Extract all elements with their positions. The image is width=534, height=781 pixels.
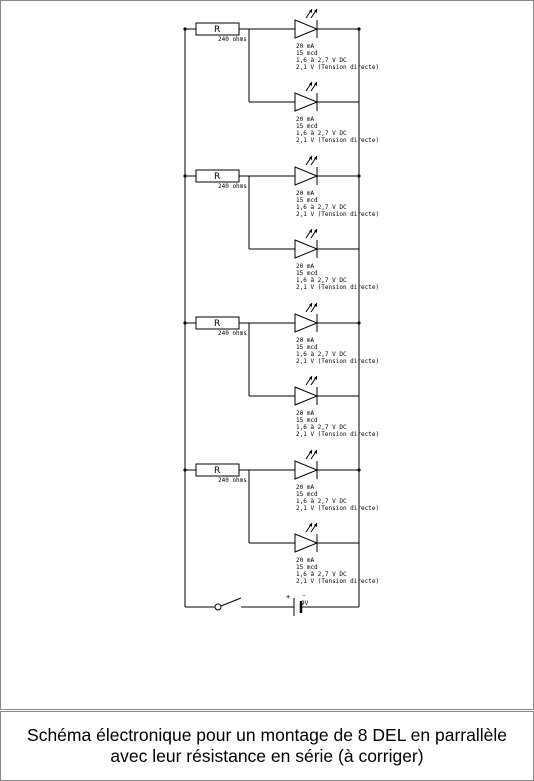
resistor-label: R — [214, 25, 220, 35]
led-spec-text: 1,6 à 2,7 V DC — [296, 130, 347, 137]
led-spec-text: 15 mcd — [296, 50, 318, 57]
led-spec-text: 20 mA — [296, 190, 314, 197]
battery-plus-label: + — [286, 593, 290, 601]
led-spec-text: 20 mA — [296, 484, 314, 491]
led-spec-text: 1,6 à 2,7 V DC — [296, 351, 347, 358]
led-spec-text: 20 mA — [296, 557, 314, 564]
led-symbol — [294, 302, 319, 333]
led-triangle — [294, 239, 319, 259]
led-spec-text: 1,6 à 2,7 V DC — [296, 57, 347, 64]
led-symbol — [294, 375, 319, 406]
caption-box: Schéma électronique pour un montage de 8… — [0, 711, 534, 781]
led-symbol — [294, 155, 319, 186]
led-symbol — [294, 522, 319, 553]
battery-voltage-label: 9V — [301, 600, 309, 607]
led-symbol — [294, 8, 319, 39]
led-spec-text: 15 mcd — [296, 417, 318, 424]
switch-contact — [214, 603, 222, 611]
led-arrow-head — [309, 82, 312, 86]
led-spec-text: 20 mA — [296, 116, 314, 123]
battery-minus-label: - — [302, 592, 306, 600]
led-arrow-head — [309, 376, 312, 380]
led-triangle — [294, 313, 319, 333]
led-spec-text: 1,6 à 2,7 V DC — [296, 204, 347, 211]
led-spec-text: 15 mcd — [296, 197, 318, 204]
led-spec-text: 20 mA — [296, 410, 314, 417]
led-symbol — [294, 81, 319, 112]
led-arrow-head — [314, 82, 317, 86]
led-spec-text: 2,1 V (Tension directe) — [296, 284, 379, 291]
led-spec-text: 15 mcd — [296, 270, 318, 277]
led-spec-text: 15 mcd — [296, 491, 318, 498]
led-arrow-head — [314, 376, 317, 380]
led-spec-text: 2,1 V (Tension directe) — [296, 578, 379, 585]
led-spec-text: 2,1 V (Tension directe) — [296, 431, 379, 438]
resistor-value: 240 ohms — [218, 330, 247, 337]
led-arrow-head — [309, 156, 312, 160]
resistor-label: R — [214, 172, 220, 182]
led-symbol — [294, 228, 319, 259]
led-arrow-head — [314, 303, 317, 307]
led-arrow-head — [309, 9, 312, 13]
led-spec-text: 1,6 à 2,7 V DC — [296, 277, 347, 284]
led-spec-text: 2,1 V (Tension directe) — [296, 505, 379, 512]
led-triangle — [294, 166, 319, 186]
resistor-label: R — [214, 319, 220, 329]
led-arrow-head — [314, 9, 317, 13]
led-spec-text: 2,1 V (Tension directe) — [296, 64, 379, 71]
led-spec-text: 1,6 à 2,7 V DC — [296, 498, 347, 505]
led-spec-text: 2,1 V (Tension directe) — [296, 358, 379, 365]
led-spec-text: 1,6 à 2,7 V DC — [296, 424, 347, 431]
led-spec-text: 20 mA — [296, 43, 314, 50]
led-arrow-head — [314, 523, 317, 527]
led-spec-text: 15 mcd — [296, 564, 318, 571]
caption-line-2: avec leur résistance en série (à corrige… — [110, 746, 424, 766]
led-spec-text: 20 mA — [296, 263, 314, 270]
switch-and-battery: + - 9V — [185, 592, 359, 616]
led-arrow-head — [314, 450, 317, 454]
led-spec-text: 15 mcd — [296, 344, 318, 351]
switch-lever — [220, 597, 242, 607]
led-arrow-head — [314, 229, 317, 233]
led-arrow-head — [309, 523, 312, 527]
led-spec-text: 2,1 V (Tension directe) — [296, 211, 379, 218]
led-spec-text: 15 mcd — [296, 123, 318, 130]
led-symbol — [294, 449, 319, 480]
led-arrow-head — [314, 156, 317, 160]
resistor-value: 240 ohms — [218, 36, 247, 43]
led-arrow-head — [309, 303, 312, 307]
resistor-label: R — [214, 466, 220, 476]
led-spec-text: 1,6 à 2,7 V DC — [296, 571, 347, 578]
led-triangle — [294, 19, 319, 39]
led-arrow-head — [309, 450, 312, 454]
led-spec-text: 2,1 V (Tension directe) — [296, 137, 379, 144]
resistor-value: 240 ohms — [218, 183, 247, 190]
led-triangle — [294, 460, 319, 480]
led-arrow-head — [309, 229, 312, 233]
led-triangle — [294, 386, 319, 406]
led-triangle — [294, 533, 319, 553]
resistor-value: 240 ohms — [218, 477, 247, 484]
caption-line-1: Schéma électronique pour un montage de 8… — [27, 725, 507, 745]
led-spec-text: 20 mA — [296, 337, 314, 344]
led-triangle — [294, 92, 319, 112]
